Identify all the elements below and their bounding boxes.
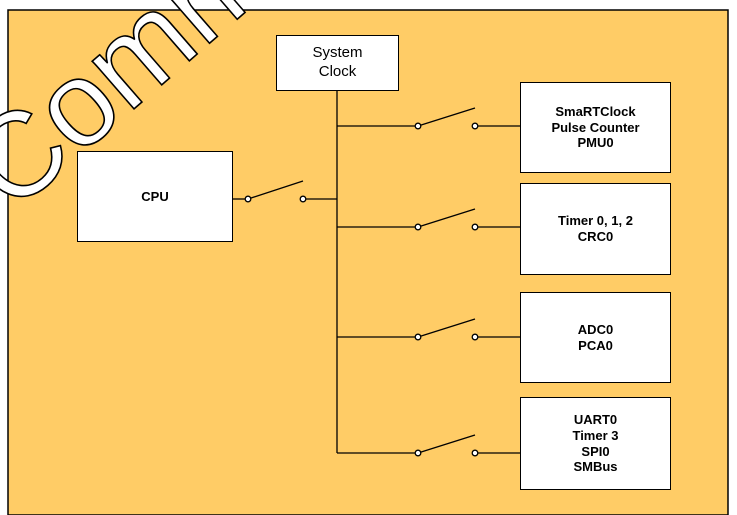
switch-group3 xyxy=(414,318,479,341)
system-clock-line-1: System xyxy=(312,44,363,62)
peripheral-label: SPI0 xyxy=(581,443,610,459)
peripheral-label: CRC0 xyxy=(577,229,614,244)
peripheral-label: ADC0 xyxy=(577,321,614,337)
peripheral-block-timers: Timer 0, 1, 2 CRC0 xyxy=(520,183,671,275)
peripheral-label: Timer 0, 1, 2 xyxy=(558,213,633,229)
peripheral-label: PMU0 xyxy=(577,135,614,151)
peripheral-block-adc: ADC0 PCA0 xyxy=(520,292,671,383)
clock-bus xyxy=(233,91,520,454)
peripheral-label: SMBus xyxy=(573,459,618,475)
system-clock-block: System Clock xyxy=(276,35,399,91)
peripheral-label: Pulse Counter xyxy=(551,119,640,135)
cpu-label: CPU xyxy=(141,188,169,204)
switch-group4 xyxy=(414,434,479,457)
peripheral-block-smartclock: SmaRTClock Pulse Counter PMU0 xyxy=(520,82,671,173)
cpu-switch xyxy=(244,180,307,203)
system-clock-line-2: Clock xyxy=(318,63,357,80)
peripheral-label: PCA0 xyxy=(578,337,613,353)
switch-group1 xyxy=(414,107,479,130)
peripheral-label: UART0 xyxy=(573,412,618,428)
peripheral-block-uart: UART0 Timer 3 SPI0 SMBus xyxy=(520,397,671,490)
cpu-block: CPU xyxy=(77,151,233,242)
peripheral-label: SmaRTClock xyxy=(555,104,636,120)
switch-group2 xyxy=(414,208,479,231)
peripheral-label: Timer 3 xyxy=(572,427,619,443)
